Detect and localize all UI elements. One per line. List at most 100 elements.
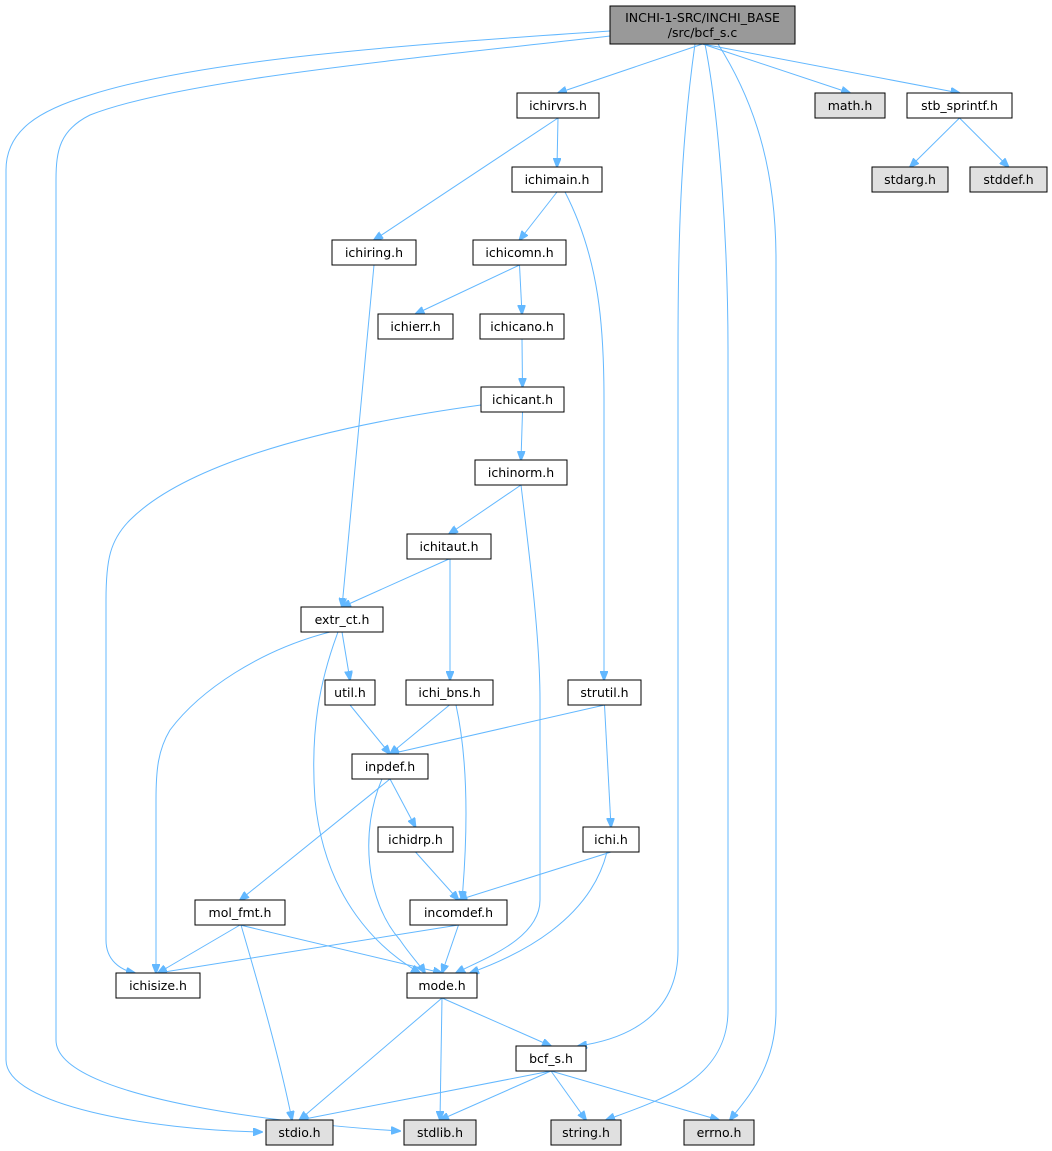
node-extr-ct[interactable]: extr_ct.h bbox=[300, 606, 384, 633]
node-errno: errno.h bbox=[683, 1119, 755, 1146]
node-ichiring[interactable]: ichiring.h bbox=[331, 239, 417, 266]
node-label: ichitaut.h bbox=[419, 539, 478, 554]
node-label: incomdef.h bbox=[424, 905, 493, 920]
node-ichimain[interactable]: ichimain.h bbox=[511, 166, 603, 193]
node-ichicano[interactable]: ichicano.h bbox=[479, 313, 565, 340]
node-box bbox=[906, 92, 1013, 119]
edge-ichi-to-mode bbox=[470, 851, 608, 973]
node-box bbox=[331, 239, 417, 266]
node-label: util.h bbox=[334, 685, 366, 700]
node-box bbox=[567, 679, 642, 706]
edge-ichidrp-to-incomdef bbox=[415, 851, 459, 900]
node-incomdef[interactable]: incomdef.h bbox=[409, 899, 508, 926]
edge-extr_ct-to-mode bbox=[313, 631, 420, 973]
edge-ichicomn-to-ichicano bbox=[520, 264, 523, 314]
edge-strutil-to-inpdef bbox=[390, 704, 605, 754]
node-math: math.h bbox=[814, 92, 886, 119]
node-label: ichiring.h bbox=[345, 245, 403, 260]
node-box bbox=[472, 239, 567, 266]
edge-bcf_s_h-to-stdlib bbox=[440, 1070, 552, 1120]
edge-bcf_s_h-to-stdio bbox=[300, 1070, 552, 1120]
node-label: ichinorm.h bbox=[488, 465, 554, 480]
node-stb-sprintf[interactable]: stb_sprintf.h bbox=[906, 92, 1013, 119]
edge-inpdef-to-mode bbox=[368, 778, 425, 973]
node-box bbox=[550, 1119, 622, 1146]
edge-root-to-stdlib bbox=[55, 35, 611, 1131]
edge-ichicomn-to-ichierr bbox=[416, 264, 520, 314]
edge-inpdef-to-mol_fmt bbox=[240, 778, 391, 900]
node-label: mol_fmt.h bbox=[209, 905, 272, 920]
edge-ichimain-to-ichicomn bbox=[520, 191, 558, 240]
node-ichicomn[interactable]: ichicomn.h bbox=[472, 239, 567, 266]
node-box bbox=[511, 166, 603, 193]
node-mol-fmt[interactable]: mol_fmt.h bbox=[194, 899, 286, 926]
node-box bbox=[609, 5, 796, 45]
node-ichi-bns[interactable]: ichi_bns.h bbox=[405, 679, 494, 706]
node-label: stddef.h bbox=[983, 172, 1033, 187]
edge-root-to-ichirvrs bbox=[558, 43, 703, 93]
node-box bbox=[409, 899, 508, 926]
node-label: strutil.h bbox=[580, 685, 628, 700]
node-label: stdlib.h bbox=[417, 1125, 463, 1140]
node-label: ichisize.h bbox=[129, 978, 187, 993]
node-ichitaut[interactable]: ichitaut.h bbox=[406, 533, 492, 560]
edge-root-to-stdio bbox=[5, 30, 611, 1132]
edge-incomdef-to-ichisize bbox=[158, 924, 459, 973]
node-label: ichi.h bbox=[594, 832, 628, 847]
node-ichicant[interactable]: ichicant.h bbox=[480, 386, 565, 413]
node-label: stb_sprintf.h bbox=[921, 98, 998, 113]
node-inpdef[interactable]: inpdef.h bbox=[351, 753, 429, 780]
node-ichirvrs[interactable]: ichirvrs.h bbox=[516, 92, 600, 119]
edge-ichirvrs-to-ichiring bbox=[374, 117, 559, 240]
node-label: stdarg.h bbox=[884, 172, 936, 187]
node-label: ichimain.h bbox=[525, 172, 590, 187]
node-ichisize[interactable]: ichisize.h bbox=[115, 972, 201, 999]
node-label: string.h bbox=[562, 1125, 610, 1140]
node-label: ichicant.h bbox=[492, 392, 553, 407]
node-label: ichi_bns.h bbox=[418, 685, 480, 700]
node-box bbox=[683, 1119, 755, 1146]
node-label: /src/bcf_s.c bbox=[668, 25, 738, 40]
node-label: stdio.h bbox=[278, 1125, 320, 1140]
node-box bbox=[324, 679, 376, 706]
node-string: string.h bbox=[550, 1119, 622, 1146]
edge-ichicant-to-ichinorm bbox=[521, 411, 523, 460]
edge-extr_ct-to-util bbox=[341, 631, 350, 680]
node-box bbox=[405, 679, 494, 706]
edge-root-to-math bbox=[702, 43, 851, 93]
edge-ichicano-to-ichicant bbox=[522, 338, 523, 387]
node-ichierr[interactable]: ichierr.h bbox=[377, 313, 454, 340]
node-ichinorm[interactable]: ichinorm.h bbox=[474, 459, 568, 486]
nodes: INCHI-1-SRC/INCHI_BASE/src/bcf_s.cichirv… bbox=[115, 5, 1048, 1146]
node-box bbox=[814, 92, 886, 119]
node-box bbox=[871, 166, 949, 193]
edges bbox=[5, 30, 1009, 1132]
node-bcf-s-h[interactable]: bcf_s.h bbox=[515, 1045, 587, 1072]
edge-root-to-string bbox=[606, 43, 729, 1120]
node-util[interactable]: util.h bbox=[324, 679, 376, 706]
edge-ichi_bns-to-incomdef bbox=[455, 704, 466, 900]
node-box bbox=[351, 753, 429, 780]
edge-root-to-errno bbox=[717, 43, 777, 1120]
edge-mol_fmt-to-mode bbox=[239, 924, 442, 973]
node-box bbox=[377, 826, 454, 853]
node-box bbox=[406, 533, 492, 560]
node-box bbox=[479, 313, 565, 340]
node-stddef: stddef.h bbox=[969, 166, 1048, 193]
edge-mode-to-bcf_s_h bbox=[441, 997, 551, 1046]
node-mode[interactable]: mode.h bbox=[406, 972, 478, 999]
node-ichi[interactable]: ichi.h bbox=[582, 826, 640, 853]
edge-bcf_s_h-to-string bbox=[550, 1070, 586, 1120]
node-box bbox=[403, 1119, 477, 1146]
node-strutil[interactable]: strutil.h bbox=[567, 679, 642, 706]
node-stdarg: stdarg.h bbox=[871, 166, 949, 193]
node-root[interactable]: INCHI-1-SRC/INCHI_BASE/src/bcf_s.c bbox=[609, 5, 796, 45]
edge-util-to-inpdef bbox=[349, 704, 390, 754]
node-label: ichicano.h bbox=[490, 319, 554, 334]
edge-root-to-bcf_s_h bbox=[578, 43, 696, 1046]
node-box bbox=[969, 166, 1048, 193]
node-ichidrp[interactable]: ichidrp.h bbox=[377, 826, 454, 853]
edge-ichirvrs-to-ichimain bbox=[557, 117, 558, 167]
edge-ichicant-to-ichisize bbox=[105, 404, 482, 973]
